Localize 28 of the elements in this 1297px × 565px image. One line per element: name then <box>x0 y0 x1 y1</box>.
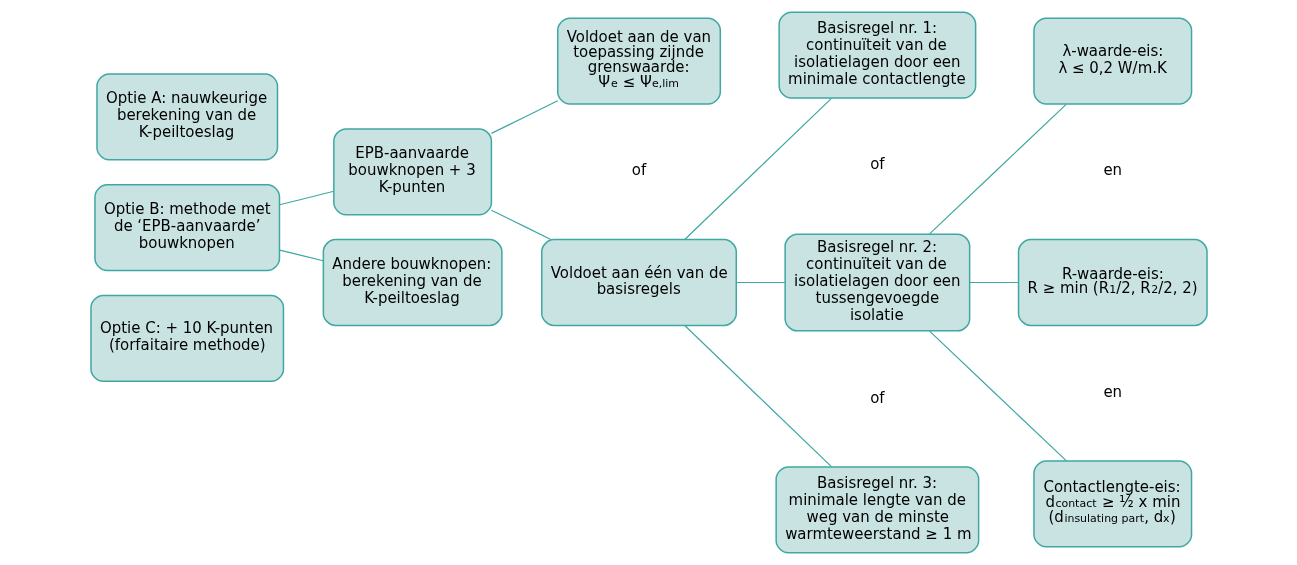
connector <box>278 249 324 262</box>
connector <box>968 281 1019 284</box>
node-box: Optie A: nauwkeurige berekening van de K-peiltoeslag <box>95 73 278 161</box>
node-box: Voldoet aan de van toepassing zijnde grenswaarde: Ψe ≤ Ψe,lim <box>556 17 721 105</box>
node-box: Optie B: methode met de ‘EPB-aanvaarde’ bouwknopen <box>93 184 280 272</box>
label: en <box>1102 382 1122 401</box>
node-box: Basisregel nr. 2: continuïteit van de isolatielagen door een tussengevoegde isolatie <box>783 233 970 332</box>
connector <box>490 209 551 240</box>
label: of <box>869 388 885 407</box>
connector <box>683 97 832 241</box>
node-box: Optie C: + 10 K-punten (forfaitaire methode) <box>89 294 284 382</box>
label: of <box>869 155 885 174</box>
node-box: Contactlengte-eis: dcontact ≥ ½ x min (dinsulating part, dx) <box>1032 460 1192 548</box>
node-box: Andere bouwknopen: berekening van de K-peiltoeslag <box>322 238 503 327</box>
connector <box>683 324 832 468</box>
label: of <box>631 161 646 180</box>
node-box: Voldoet aan één van de basisregels <box>540 238 737 327</box>
node-box: λ-waarde-eis: λ ≤ 0,2 W/m.K <box>1032 17 1192 105</box>
node-box: Basisregel nr. 3: minimale lengte van de weg van de minste warmteweerstand ≥ 1 m <box>774 466 979 554</box>
connector <box>278 190 334 206</box>
node-box: Basisregel nr. 1: continuïteit van de isolatielagen door een minimale contactlengte <box>777 11 976 99</box>
node-box: R-waarde-eis: R ≥ min (R1/2, R2/2, 2) <box>1017 238 1208 327</box>
label: en <box>1102 161 1122 180</box>
connector <box>928 330 1067 462</box>
node-box: EPB-aanvaarde bouwknopen + 3 K-punten <box>332 128 492 216</box>
connector <box>735 281 785 284</box>
connector <box>490 100 558 134</box>
connector <box>928 103 1067 235</box>
